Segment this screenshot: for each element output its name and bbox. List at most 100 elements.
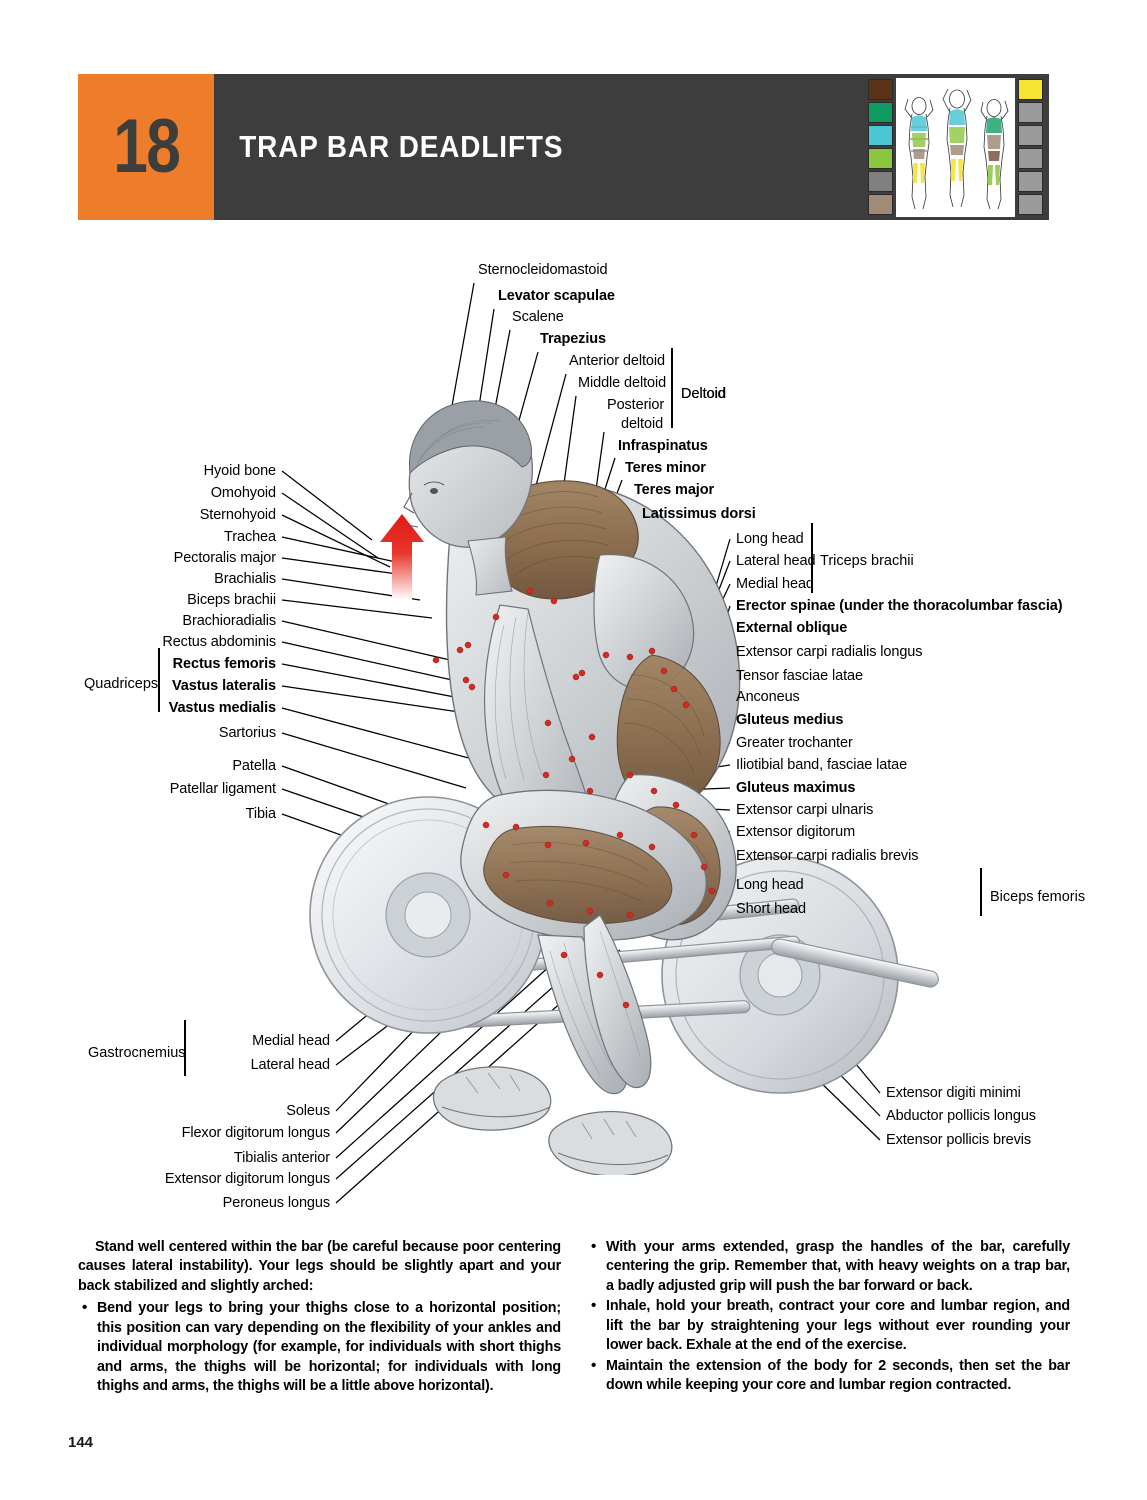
anatomy-label: Extensor carpi radialis brevis	[736, 848, 919, 864]
anatomy-label: Medial head	[736, 576, 814, 592]
three-body-muscle-map-icon	[896, 77, 1015, 217]
chapter-number-box: 18	[78, 74, 214, 220]
instruction-bullet: Maintain the extension of the body for 2…	[587, 1356, 1070, 1396]
anatomy-label: Deltoid	[681, 386, 726, 402]
anatomy-label: Vastus lateralis	[172, 678, 276, 694]
anatomy-label: Scalene	[512, 309, 564, 325]
group-brace-label: Deltoid	[681, 386, 727, 402]
anatomy-label: Gluteus maximus	[736, 780, 856, 796]
anatomy-label: Omohyoid	[210, 485, 276, 501]
anatomy-label: Pectoralis major	[173, 550, 276, 566]
group-brace-label: Quadriceps	[84, 676, 159, 692]
page-title: TRAP BAR DEADLIFTS	[239, 129, 564, 164]
anatomy-label: Brachialis	[214, 571, 276, 587]
chapter-number: 18	[112, 104, 181, 189]
muscle-map-legend	[868, 74, 1049, 220]
anatomy-label: Brachioradialis	[182, 613, 276, 629]
anatomy-label: Flexor digitorum longus	[181, 1125, 331, 1141]
color-swatch-5	[868, 194, 893, 215]
anatomy-label: Biceps brachii	[187, 592, 276, 608]
anatomy-label: Short head	[736, 901, 806, 917]
color-swatch-4	[868, 171, 893, 192]
anatomy-label: Long head	[736, 531, 804, 547]
anatomy-label: Rectus femoris	[172, 656, 276, 672]
anatomy-label: Soleus	[286, 1103, 330, 1119]
anatomy-label: Latissimus dorsi	[642, 506, 756, 522]
anatomy-label: Extensor carpi ulnaris	[736, 802, 874, 818]
anatomy-label: Greater trochanter	[736, 735, 853, 751]
anatomy-label: Extensor digitorum longus	[164, 1171, 330, 1187]
instruction-bullet: Inhale, hold your breath, contract your …	[587, 1296, 1070, 1355]
anatomy-label: Teres minor	[625, 460, 706, 476]
anatomy-label: Tibialis anterior	[233, 1150, 330, 1166]
anatomy-label: Sternohyoid	[199, 507, 276, 523]
anatomy-label: Tensor fasciae latae	[736, 668, 863, 684]
anatomy-label: Trapezius	[540, 331, 606, 347]
anatomy-label: Posterior	[607, 397, 665, 413]
anatomy-label: Anterior deltoid	[569, 353, 665, 369]
anatomy-label: Peroneus longus	[222, 1195, 330, 1211]
anatomy-label: Abductor pollicis longus	[886, 1108, 1036, 1124]
group-brace-label: Gastrocnemius	[88, 1045, 186, 1061]
group-brace-label: Triceps brachii	[820, 553, 914, 569]
color-swatch-3	[1018, 148, 1043, 169]
page-number: 144	[68, 1434, 94, 1451]
color-swatch-1	[1018, 102, 1043, 123]
color-swatch-2	[868, 125, 893, 146]
anatomy-label: Extensor digiti minimi	[886, 1085, 1021, 1101]
group-brace-rule	[980, 868, 982, 916]
anatomy-label: Erector spinae (under the thoracolumbar …	[736, 598, 1063, 614]
anatomy-label: Middle deltoid	[578, 375, 667, 391]
anatomy-label: Medial head	[252, 1033, 330, 1049]
right-bullet-list: With your arms extended, grasp the handl…	[587, 1237, 1070, 1396]
anatomy-label: Long head	[736, 877, 804, 893]
swatch-column-left	[868, 74, 893, 220]
swatch-column-right	[1018, 74, 1043, 220]
group-brace-label: Biceps femoris	[990, 889, 1086, 905]
group-brace-rule	[158, 648, 160, 712]
anatomy-label: Rectus abdominis	[162, 634, 276, 650]
anatomy-label: Extensor carpi radialis longus	[736, 644, 923, 660]
anatomy-label: Vastus medialis	[168, 700, 276, 716]
anatomy-label: Gluteus medius	[736, 712, 844, 728]
instructions-left-column: Stand well centered within the bar (be c…	[78, 1238, 561, 1398]
instructions-right-column: With your arms extended, grasp the handl…	[587, 1237, 1070, 1398]
instruction-bullet: With your arms extended, grasp the handl…	[587, 1237, 1070, 1296]
group-brace-rule	[671, 348, 673, 428]
group-brace-rule	[184, 1020, 186, 1076]
left-bullet-list: Bend your legs to bring your thighs clos…	[78, 1298, 561, 1396]
anatomy-label: Lateral head	[736, 553, 816, 569]
chapter-header-banner: 18 TRAP BAR DEADLIFTS	[78, 74, 1049, 220]
instruction-bullet: Bend your legs to bring your thighs clos…	[78, 1298, 561, 1396]
color-swatch-3	[868, 148, 893, 169]
movement-direction-arrow	[378, 512, 426, 602]
color-swatch-2	[1018, 125, 1043, 146]
anatomy-label: Teres major	[634, 482, 715, 498]
intro-paragraph: Stand well centered within the bar (be c…	[78, 1239, 561, 1294]
anatomy-label: Anconeus	[736, 689, 800, 705]
anatomy-label: deltoid	[621, 416, 664, 432]
anatomy-figure-illustration	[300, 355, 940, 1175]
anatomy-label: External oblique	[736, 620, 848, 636]
anatomy-label: Sternocleidomastoid	[478, 262, 608, 278]
anatomy-label: Extensor pollicis brevis	[886, 1132, 1032, 1148]
anatomy-label: Sartorius	[218, 725, 276, 741]
anatomy-label: Levator scapulae	[498, 288, 615, 304]
color-swatch-5	[1018, 194, 1043, 215]
color-swatch-0	[868, 79, 893, 100]
anatomy-label: Hyoid bone	[203, 463, 276, 479]
color-swatch-0	[1018, 79, 1043, 100]
anatomy-label: Infraspinatus	[618, 438, 708, 454]
group-brace-rule	[811, 523, 813, 593]
color-swatch-1	[868, 102, 893, 123]
anatomy-label: Tibia	[245, 806, 276, 822]
anatomy-label: Trachea	[224, 529, 276, 545]
color-swatch-4	[1018, 171, 1043, 192]
anatomy-label: Iliotibial band, fasciae latae	[736, 757, 908, 773]
anatomy-label: Lateral head	[250, 1057, 331, 1073]
anatomy-label: Extensor digitorum	[736, 824, 856, 840]
instructions-section: Stand well centered within the bar (be c…	[78, 1237, 1071, 1398]
anatomy-label: Patellar ligament	[169, 781, 276, 797]
anatomy-label: Patella	[232, 758, 276, 774]
